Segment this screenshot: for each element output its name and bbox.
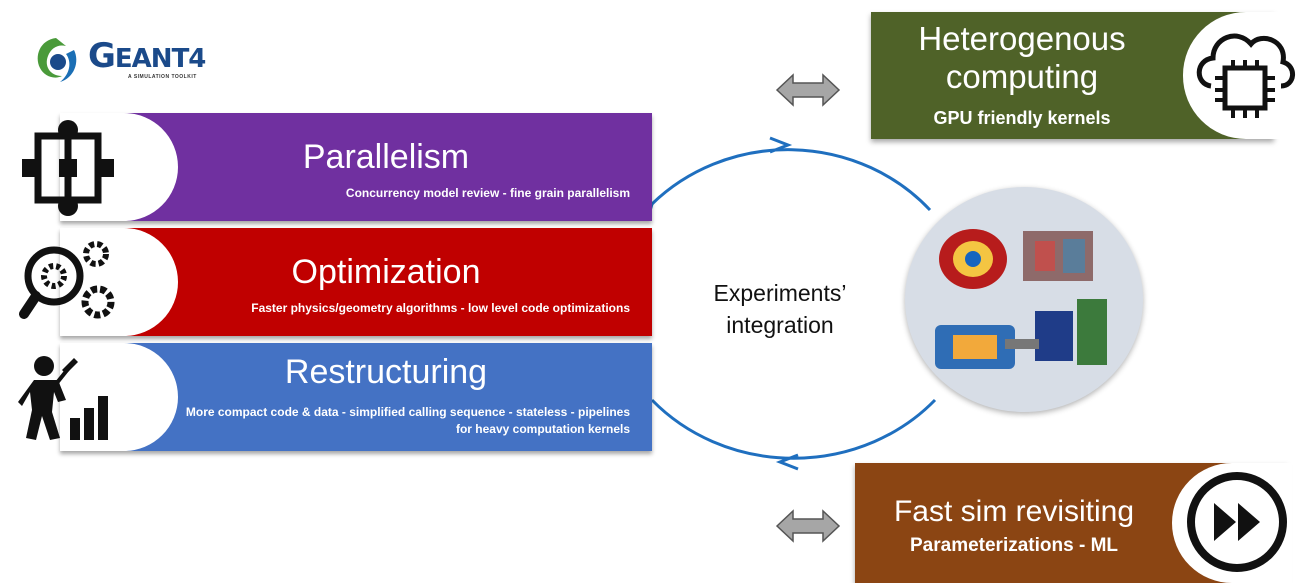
cloud-chip-icon xyxy=(1196,33,1295,118)
experiments-integration-label: Experiments’ integration xyxy=(690,277,870,341)
heterogenous-title-line1: Heterogenous xyxy=(918,20,1126,57)
center-label-line1: Experiments’ xyxy=(713,280,847,306)
optimization-title: Optimization xyxy=(291,253,481,291)
double-arrow-icon xyxy=(775,509,841,543)
logo-wordmark: GEANT4 xyxy=(88,36,206,76)
fast-forward-icon-holder xyxy=(1172,463,1292,583)
geant4-logo: GEANT4 A SIMULATION TOOLKIT xyxy=(30,30,230,90)
cloud-chip-icon-holder xyxy=(1183,12,1299,139)
worker-building-icon xyxy=(18,356,108,440)
restructuring-subtitle-1: More compact code & data - simplified ca… xyxy=(185,405,630,419)
optimization-subtitle: Faster physics/geometry algorithms - low… xyxy=(251,301,630,315)
fast-forward-icon xyxy=(1187,472,1287,572)
parallelism-title: Parallelism xyxy=(302,138,470,176)
heterogenous-subtitle: GPU friendly kernels xyxy=(933,108,1111,128)
restructuring-title: Restructuring xyxy=(284,353,488,391)
center-label-line2: integration xyxy=(726,312,834,338)
geant4-swirl-icon xyxy=(37,38,77,82)
double-arrow-icon xyxy=(775,73,841,107)
magnifier-gears-icon xyxy=(19,241,115,319)
flow-diagram-icon xyxy=(22,120,114,216)
restructuring-subtitle-2: for heavy computation kernels xyxy=(455,422,630,436)
restructuring-bar: Restructuring More compact code & data -… xyxy=(60,343,652,451)
parallelism-subtitle: Concurrency model review - fine grain pa… xyxy=(345,186,630,200)
detector-collage-icon xyxy=(935,229,1107,369)
optimization-bar: Optimization Faster physics/geometry alg… xyxy=(60,228,652,336)
detector-collage xyxy=(905,187,1143,412)
logo-tagline: A SIMULATION TOOLKIT xyxy=(128,74,197,80)
fastsim-subtitle: Parameterizations - ML xyxy=(910,535,1118,556)
parallelism-bar: Parallelism Concurrency model review - f… xyxy=(60,113,652,221)
fastsim-title: Fast sim revisiting xyxy=(893,495,1135,528)
heterogenous-title-line2: computing xyxy=(945,58,1099,95)
